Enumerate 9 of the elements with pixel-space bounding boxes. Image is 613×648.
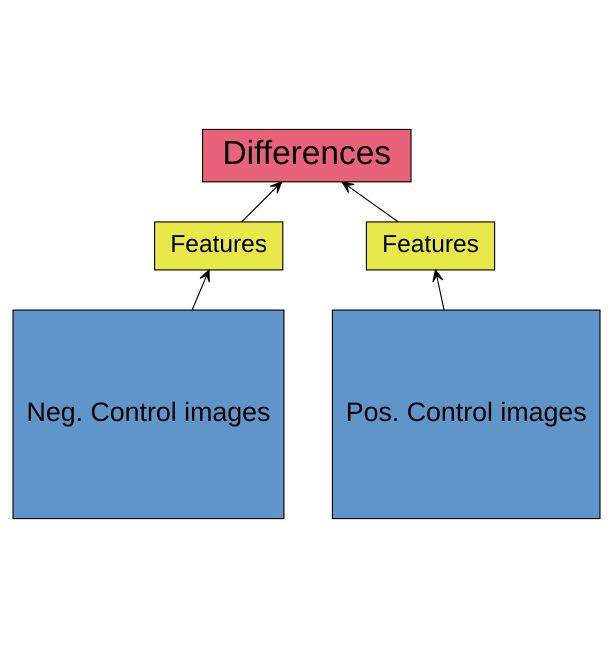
- node-box: Features: [366, 221, 496, 270]
- arrow: [192, 269, 210, 310]
- node-box: Neg. Control images: [12, 310, 284, 520]
- arrow: [342, 181, 399, 222]
- arrow: [241, 181, 282, 222]
- node-box: Features: [154, 221, 284, 270]
- arrow: [432, 269, 445, 310]
- node-box: Differences: [202, 128, 412, 182]
- node-box: Pos. Control images: [332, 310, 601, 520]
